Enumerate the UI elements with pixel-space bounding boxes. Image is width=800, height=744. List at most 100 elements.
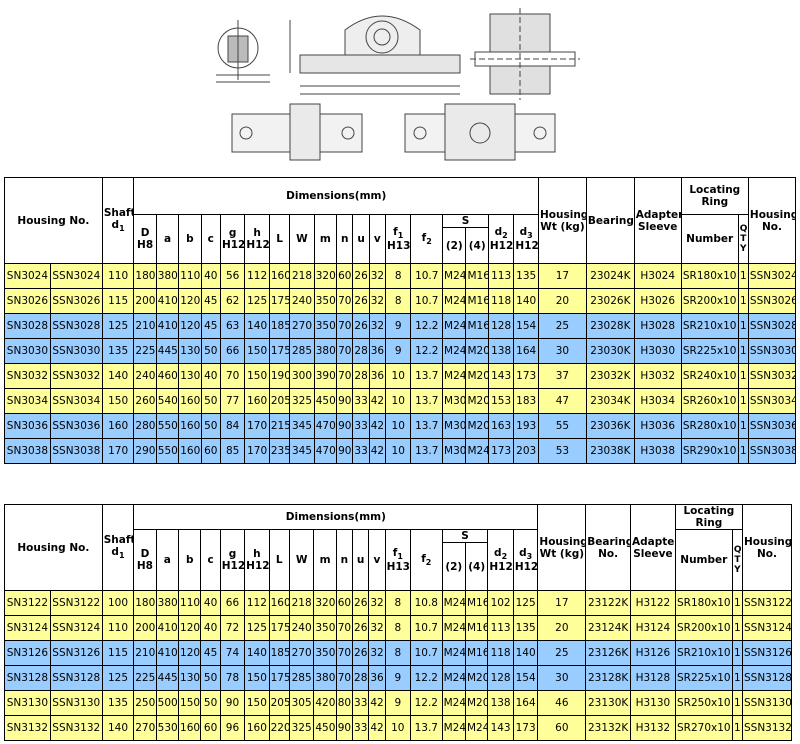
cell-shaft: 110: [101, 615, 135, 641]
cell-hn: SN3126: [4, 640, 51, 666]
cell-c: 50: [200, 338, 221, 364]
cell-wt: 25: [537, 640, 587, 666]
col-b: b: [178, 214, 202, 264]
cell-c: 50: [200, 413, 221, 439]
cell-wt: 30: [538, 338, 587, 364]
cell-m: 350: [313, 640, 337, 666]
cell-b: 130: [178, 665, 202, 691]
cell-ssn: SSN3028: [49, 313, 103, 339]
cell-f1: 10: [384, 363, 412, 389]
col-u: u: [352, 214, 370, 264]
cell-c: 40: [200, 263, 221, 289]
cell-b: 130: [178, 363, 202, 389]
col-b: b: [178, 529, 202, 591]
cell-f1: 10: [384, 413, 412, 439]
cell-c: 40: [200, 363, 221, 389]
housing-no-header: Housing No.: [4, 504, 103, 591]
cell-bearing: 23038K: [585, 438, 635, 464]
cell-u: 33: [352, 438, 370, 464]
cell-n: 90: [335, 715, 354, 741]
cell-D: 200: [133, 288, 157, 314]
cell-f1: 9: [384, 665, 412, 691]
cell-g: 72: [219, 615, 246, 641]
cell-s2: M24: [442, 363, 467, 389]
cell-shaft: 115: [101, 640, 135, 666]
cell-W: 300: [289, 363, 315, 389]
cell-h: 112: [244, 263, 270, 289]
cell-d3: 193: [513, 413, 539, 439]
cell-d3: 164: [513, 338, 539, 364]
cell-wt: 17: [538, 263, 587, 289]
cell-f2: 10.7: [410, 615, 443, 641]
cell-D: 180: [133, 263, 157, 289]
cell-sleeve: H3122: [630, 590, 676, 616]
plan-view-right-drawing: [404, 103, 556, 161]
cell-s2: M30: [442, 438, 467, 464]
cell-a: 550: [155, 438, 180, 464]
col-v: v: [368, 214, 387, 264]
cell-u: 26: [352, 615, 370, 641]
cell-d2: 113: [487, 263, 515, 289]
side-section-drawing: [470, 8, 580, 100]
cell-n: 70: [336, 313, 354, 339]
cell-L: 185: [268, 313, 291, 339]
cell-D: 290: [133, 438, 157, 464]
cell-c: 50: [200, 665, 221, 691]
cell-s2: M24: [442, 288, 467, 314]
cell-f1: 8: [384, 640, 412, 666]
cell-ring: SR180x10: [680, 263, 739, 289]
col-S: S: [442, 214, 489, 228]
cell-c: 45: [200, 640, 221, 666]
col-n: n: [336, 214, 354, 264]
cell-L: 160: [268, 263, 291, 289]
cell-qty: 1: [737, 438, 749, 464]
cell-v: 36: [368, 665, 386, 691]
cell-hn2: SSN3130: [741, 690, 793, 716]
cell-v: 32: [368, 615, 386, 641]
cell-ring: SR210x10: [674, 640, 733, 666]
cell-wt: 30: [537, 665, 587, 691]
cell-L: 235: [268, 438, 291, 464]
cell-s2: M30: [442, 413, 467, 439]
cell-v: 42: [368, 690, 386, 716]
cell-W: 270: [288, 640, 315, 666]
cell-W: 218: [288, 590, 315, 616]
col-S2: (2): [441, 542, 466, 591]
cell-shaft: 140: [101, 715, 135, 741]
cell-hn: SN3028: [4, 313, 51, 339]
cell-hn2: SSN3126: [741, 640, 793, 666]
cell-hn2: SSN3036: [747, 413, 797, 439]
cell-D: 210: [133, 313, 157, 339]
cell-W: 285: [288, 665, 315, 691]
cell-f2: 12.2: [410, 313, 444, 339]
cell-f2: 10.7: [410, 640, 443, 666]
cell-v: 42: [368, 438, 387, 464]
cell-L: 220: [268, 715, 290, 741]
cell-ssn: SSN3122: [49, 590, 103, 616]
cell-hn2: SSN3034: [747, 388, 797, 414]
cell-v: 32: [368, 590, 386, 616]
cell-n: 70: [336, 288, 354, 314]
cell-s2: M30: [442, 388, 467, 414]
cell-h: 125: [244, 615, 270, 641]
cell-g: 84: [219, 413, 246, 439]
cell-hn: SN3032: [4, 363, 51, 389]
cell-ring: SR280x10: [680, 413, 739, 439]
cell-m: 470: [313, 413, 338, 439]
cell-v: 32: [368, 640, 386, 666]
cell-d2: 118: [487, 640, 514, 666]
cell-wt: 20: [538, 288, 587, 314]
shaft-dia-header: Shaft diad1: [101, 177, 135, 264]
cell-qty: 1: [731, 590, 743, 616]
cell-s4: M24: [464, 715, 489, 741]
cell-m: 450: [313, 388, 338, 414]
housing-no-header: Housing No.: [4, 177, 103, 264]
cell-W: 345: [289, 413, 315, 439]
cell-hn2: SSN3032: [747, 363, 797, 389]
cell-shaft: 115: [101, 288, 135, 314]
